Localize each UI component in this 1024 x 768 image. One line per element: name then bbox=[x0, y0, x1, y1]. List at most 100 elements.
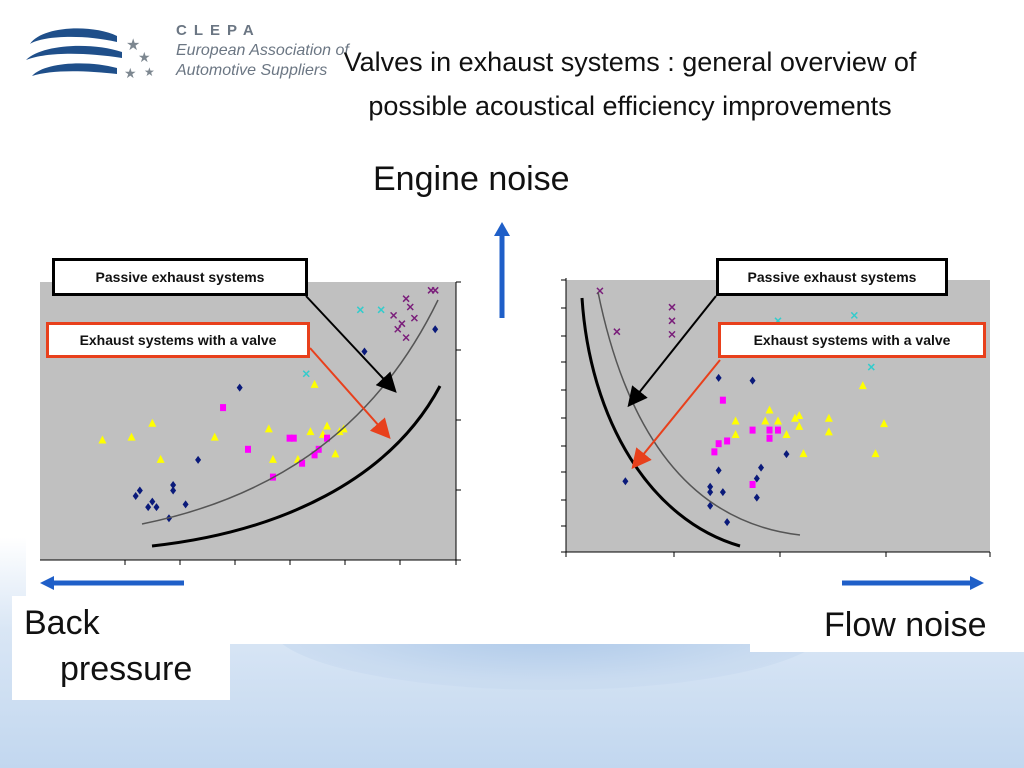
square-point bbox=[749, 481, 756, 488]
diamond-point bbox=[749, 376, 756, 385]
diamond-point bbox=[753, 474, 760, 483]
triangle-point bbox=[306, 427, 315, 436]
square-point bbox=[290, 434, 297, 442]
x-point bbox=[613, 328, 621, 336]
x-point bbox=[668, 303, 676, 311]
title-line-1: Valves in exhaust systems : general over… bbox=[343, 47, 917, 77]
triangle-point bbox=[871, 449, 880, 458]
triangle-point bbox=[858, 381, 867, 390]
right-scatter-chart bbox=[561, 278, 991, 557]
square-point bbox=[766, 426, 773, 434]
square-point bbox=[711, 448, 718, 456]
triangle-point bbox=[795, 421, 804, 430]
logo-wordmark: CLEPA bbox=[176, 22, 261, 39]
diamond-point bbox=[182, 500, 189, 509]
right-valve-callout: Exhaust systems with a valve bbox=[718, 322, 986, 358]
right-valve-curve bbox=[580, 297, 741, 548]
square-point bbox=[715, 440, 722, 448]
square-point bbox=[766, 434, 773, 442]
diamond-point bbox=[715, 373, 722, 382]
clepa-logo: ★ ★ ★ ★ bbox=[26, 28, 155, 81]
diamond-point bbox=[622, 477, 629, 486]
triangle-point bbox=[310, 379, 319, 388]
x-point bbox=[668, 330, 676, 338]
svg-text:★: ★ bbox=[138, 49, 151, 65]
x-point bbox=[302, 370, 310, 378]
engine-noise-label: Engine noise bbox=[373, 160, 570, 198]
flow-noise-label: Flow noise bbox=[750, 600, 1024, 652]
diamond-point bbox=[170, 480, 177, 489]
x-point bbox=[668, 317, 676, 325]
triangle-point bbox=[824, 413, 833, 422]
x-point bbox=[377, 306, 385, 314]
x-point bbox=[390, 311, 398, 319]
svg-text:★: ★ bbox=[124, 65, 137, 81]
x-point bbox=[398, 320, 406, 328]
right-passive-pointer bbox=[627, 295, 717, 408]
right-passive-curve bbox=[597, 291, 801, 536]
triangle-point bbox=[156, 454, 165, 463]
triangle-point bbox=[731, 416, 740, 425]
left-valve-pointer bbox=[309, 347, 391, 439]
triangle-point bbox=[782, 430, 791, 439]
x-point bbox=[850, 311, 858, 319]
left-passive-pointer bbox=[305, 295, 397, 393]
diamond-point bbox=[361, 347, 368, 356]
diamond-point bbox=[724, 518, 731, 527]
square-point bbox=[286, 434, 293, 442]
square-point bbox=[299, 459, 306, 467]
slide-title: Valves in exhaust systems : general over… bbox=[240, 40, 1020, 128]
x-point bbox=[406, 303, 414, 311]
diamond-point bbox=[170, 486, 177, 495]
x-point bbox=[402, 334, 410, 342]
triangle-point bbox=[824, 427, 833, 436]
triangle-point bbox=[799, 449, 808, 458]
square-point bbox=[324, 434, 331, 442]
left-passive-curve bbox=[141, 299, 439, 525]
triangle-point bbox=[98, 435, 107, 444]
diamond-point bbox=[758, 463, 765, 472]
left-valve-callout: Exhaust systems with a valve bbox=[46, 322, 310, 358]
square-point bbox=[749, 426, 756, 434]
triangle-point bbox=[761, 416, 770, 425]
diamond-point bbox=[783, 450, 790, 459]
triangle-point bbox=[765, 405, 774, 414]
diamond-point bbox=[719, 488, 726, 497]
square-point bbox=[775, 426, 781, 434]
left-valve-curve bbox=[151, 385, 442, 548]
flow-noise-text: Flow noise bbox=[824, 606, 987, 644]
back-pressure-arrowhead bbox=[40, 576, 54, 590]
right-passive-callout: Passive exhaust systems bbox=[716, 258, 948, 296]
logo-subtitle-2: Automotive Suppliers bbox=[176, 62, 328, 79]
back-pressure-label: Back pressure bbox=[12, 596, 230, 700]
triangle-point bbox=[323, 421, 332, 430]
diamond-point bbox=[195, 455, 202, 464]
square-point bbox=[719, 396, 726, 404]
x-point bbox=[394, 325, 402, 333]
triangle-point bbox=[268, 454, 277, 463]
triangle-point bbox=[127, 432, 136, 441]
back-pressure-line-2: pressure bbox=[60, 650, 193, 688]
diamond-point bbox=[136, 486, 143, 495]
square-point bbox=[311, 451, 318, 459]
triangle-point bbox=[264, 424, 273, 433]
triangle-point bbox=[331, 449, 340, 458]
square-point bbox=[315, 445, 322, 453]
triangle-point bbox=[795, 411, 804, 419]
diamond-point bbox=[153, 503, 160, 512]
svg-text:★: ★ bbox=[126, 37, 140, 54]
diamond-point bbox=[432, 325, 439, 334]
square-point bbox=[245, 445, 251, 453]
diamond-point bbox=[707, 488, 714, 497]
triangle-point bbox=[731, 430, 740, 439]
square-point bbox=[220, 404, 227, 412]
triangle-point bbox=[880, 419, 888, 428]
diamond-point bbox=[707, 501, 714, 510]
x-point bbox=[410, 314, 418, 322]
back-pressure-line-1: Back bbox=[24, 604, 100, 642]
triangle-point bbox=[774, 416, 782, 425]
diamond-point bbox=[132, 492, 139, 501]
triangle-point bbox=[210, 432, 219, 441]
x-point bbox=[867, 363, 875, 371]
diamond-point bbox=[149, 497, 156, 506]
